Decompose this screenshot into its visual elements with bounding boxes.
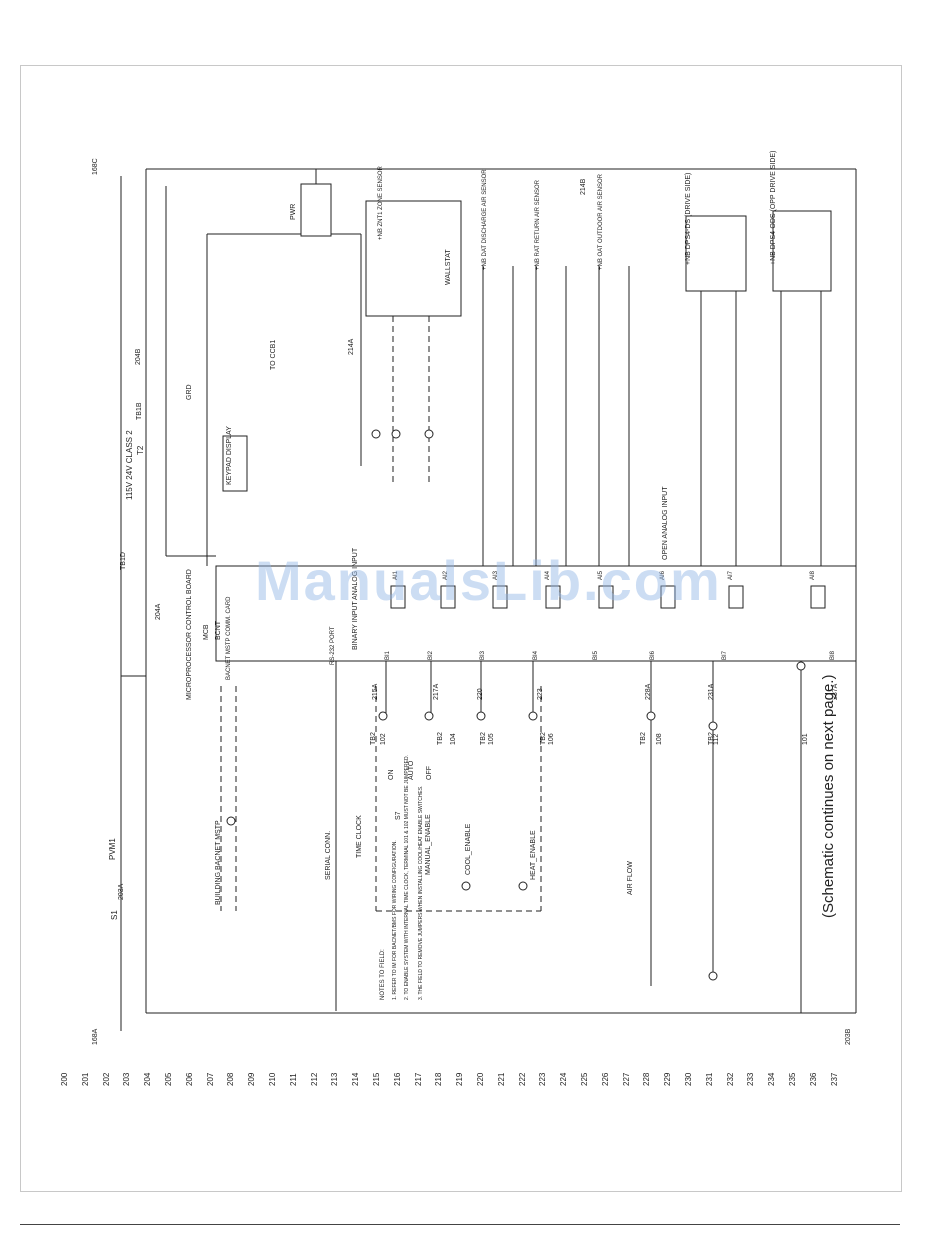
line-numbers bbox=[55, 1074, 875, 1094]
watermark: ManualsLib.com bbox=[255, 549, 722, 612]
footer-rule bbox=[20, 1224, 900, 1225]
continues-note: (Schematic continues on next page.) bbox=[820, 674, 837, 918]
schematic-page bbox=[20, 65, 902, 1192]
wiring-schematic bbox=[120, 168, 857, 1031]
